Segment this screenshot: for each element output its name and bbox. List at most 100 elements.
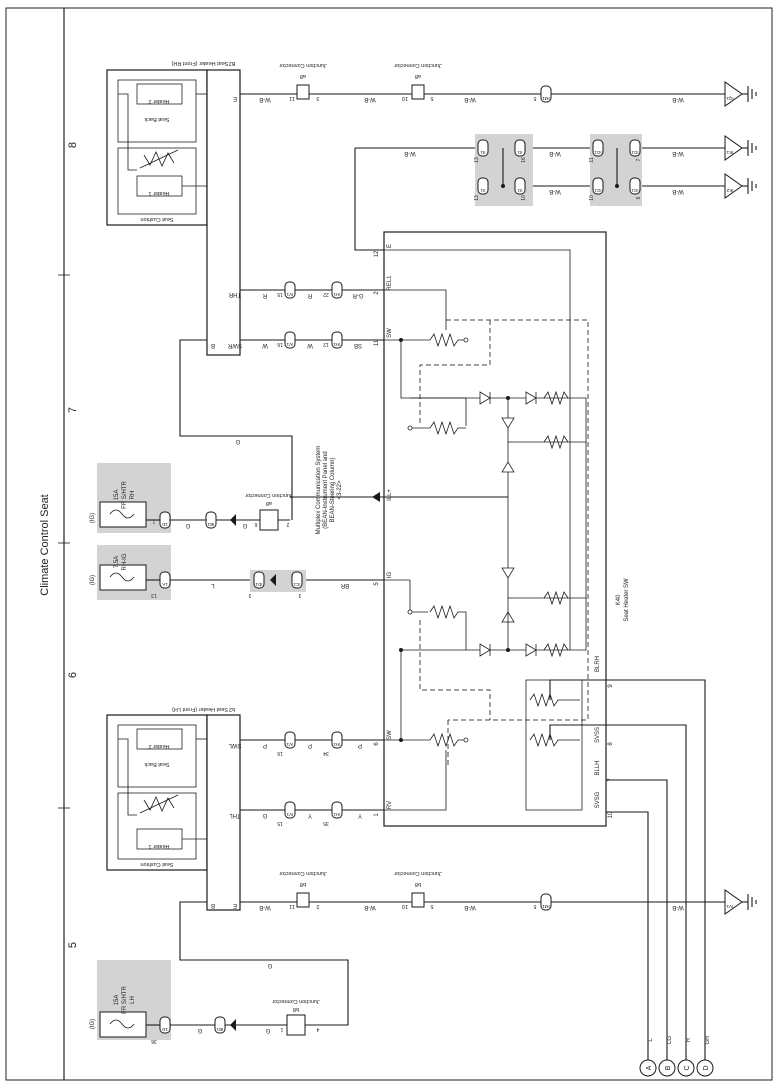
svg-text:1: 1 [152,518,155,524]
svg-text:THR: THR [228,291,241,297]
svg-text:b8: b8 [293,1006,299,1012]
svg-text:B: B [211,342,215,348]
wire-label: W-B [364,96,376,102]
svg-text:Multiplex Communication System: Multiplex Communication System [316,446,322,535]
svg-text:(IG): (IG) [90,513,96,523]
wire-label: W-B [672,96,684,102]
svg-text:IV1: IV1 [286,742,293,747]
svg-text:7: 7 [636,158,642,161]
svg-text:A: A [646,1065,653,1070]
svg-text:16: 16 [277,750,283,756]
svg-text:ILL+: ILL+ [387,489,393,501]
svg-text:II1: II1 [480,150,486,155]
junction-a8-top: 11 3 a8 Junction Connector 10 5 a8 Junct… [279,62,442,101]
svg-text:16: 16 [521,157,527,163]
svg-text:P: P [358,742,362,748]
svg-text:13: 13 [474,157,480,163]
wire-label: G-R [352,292,364,298]
ground-ik1: IK1 [724,135,757,161]
svg-text:5: 5 [533,95,536,101]
svg-text:3: 3 [298,592,301,598]
svg-text:1: 1 [280,1026,283,1032]
offpage-connectors: L LG R GR A B C D [639,1035,714,1077]
svg-text:IG1: IG1 [631,150,639,155]
svg-text:IB1: IB1 [216,1027,223,1032]
svg-text:10: 10 [402,95,408,101]
svg-text:G: G [262,812,267,818]
svg-text:2: 2 [316,903,319,909]
svg-text:IV1: IV1 [286,342,293,347]
svg-text:10: 10 [608,811,614,818]
svg-text:1D: 1D [161,522,168,527]
svg-text:Junction Connector: Junction Connector [394,870,442,876]
svg-text:13: 13 [151,592,157,598]
svg-text:II1: II1 [480,188,486,193]
svg-text:G: G [197,1027,202,1033]
svg-text:IQ1: IQ1 [726,96,734,101]
svg-text:Y: Y [358,812,362,818]
svg-text:G: G [185,522,190,528]
svg-text:5: 5 [430,903,433,909]
svg-text:15A: 15A [114,995,120,1006]
svg-text:a8: a8 [415,73,421,79]
svg-text:a8: a8 [266,500,272,506]
svg-text:L: L [648,1038,654,1042]
svg-text:7.5A: 7.5A [114,556,120,568]
svg-text:C: C [684,1065,691,1070]
svg-text:SW: SW [387,730,393,740]
svg-text:SVSG: SVSG [595,791,601,808]
svg-text:IG1: IG1 [594,188,602,193]
svg-text:IK2: IK2 [726,188,733,193]
svg-text:IH1: IH1 [333,742,341,747]
wire-label: G [235,438,240,444]
page-title: Climate Control Seat [39,494,51,596]
svg-text:9: 9 [608,684,614,688]
fuse-wires: IB1 6 2 a8 Junction Connector G G ID1 IC… [170,492,384,1036]
zone-number-5: 5 [67,942,79,948]
svg-text:IB1: IB1 [207,522,214,527]
seat-heater-rh: Seat Heater (Front RH) B2 Seat Back Seat… [106,60,242,356]
svg-text:LG: LG [667,1036,673,1044]
svg-text:BEAN-Steering Column): BEAN-Steering Column) [330,457,336,522]
svg-text:SW: SW [387,328,393,338]
svg-text:15: 15 [277,291,283,297]
svg-text:FR S/HTR: FR S/HTR [122,986,128,1014]
svg-text:BLLH: BLLH [595,760,601,775]
svg-text:L: L [211,582,215,588]
rh-wires [179,93,725,520]
svg-text:15: 15 [277,820,283,826]
svg-text:IH1: IH1 [333,342,341,347]
zone-number-6: 6 [67,672,79,678]
wire-label: W [307,342,313,348]
svg-text:Seat Cushion: Seat Cushion [140,861,173,867]
svg-text:B2: B2 [229,60,236,66]
ground-iv1: IV1 [724,889,757,915]
svg-text:RH-IG: RH-IG [122,553,128,570]
svg-text:6: 6 [254,521,257,527]
svg-text:11: 11 [289,95,295,101]
svg-text:Seat Heater (Front LH): Seat Heater (Front LH) [172,706,228,712]
svg-text:15A: 15A [114,490,120,501]
svg-text:Seat Cushion: Seat Cushion [140,216,173,222]
svg-text:3: 3 [316,95,319,101]
svg-text:Seat Heater SW: Seat Heater SW [624,578,630,622]
wire-label: W-B [404,150,416,156]
wire-label: W-B [464,96,476,102]
svg-text:(IG): (IG) [90,575,96,585]
ground-iq1: IQ1 [724,81,757,107]
svg-text:5: 5 [533,903,536,909]
svg-text:IG1: IG1 [594,150,602,155]
svg-text:B: B [665,1065,672,1070]
fuse-ig: 7.5A RH-IG (IG) 1A 13 [90,545,171,600]
svg-text:13: 13 [474,195,480,201]
fuse-rh: 15A FR S/HTR RH (IG) 1D 1 [90,463,171,533]
svg-text:REL1: REL1 [387,275,393,291]
svg-text:II1: II1 [517,150,523,155]
svg-text:R: R [686,1037,692,1042]
svg-text:<3-22>: <3-22> [337,480,343,500]
svg-text:12: 12 [374,250,380,257]
ground-splice-block: II1 II1 II1 II1 IG1 IG1 IG1 IG1 13 16 13… [474,134,642,206]
wire-label: W-B [549,150,561,156]
